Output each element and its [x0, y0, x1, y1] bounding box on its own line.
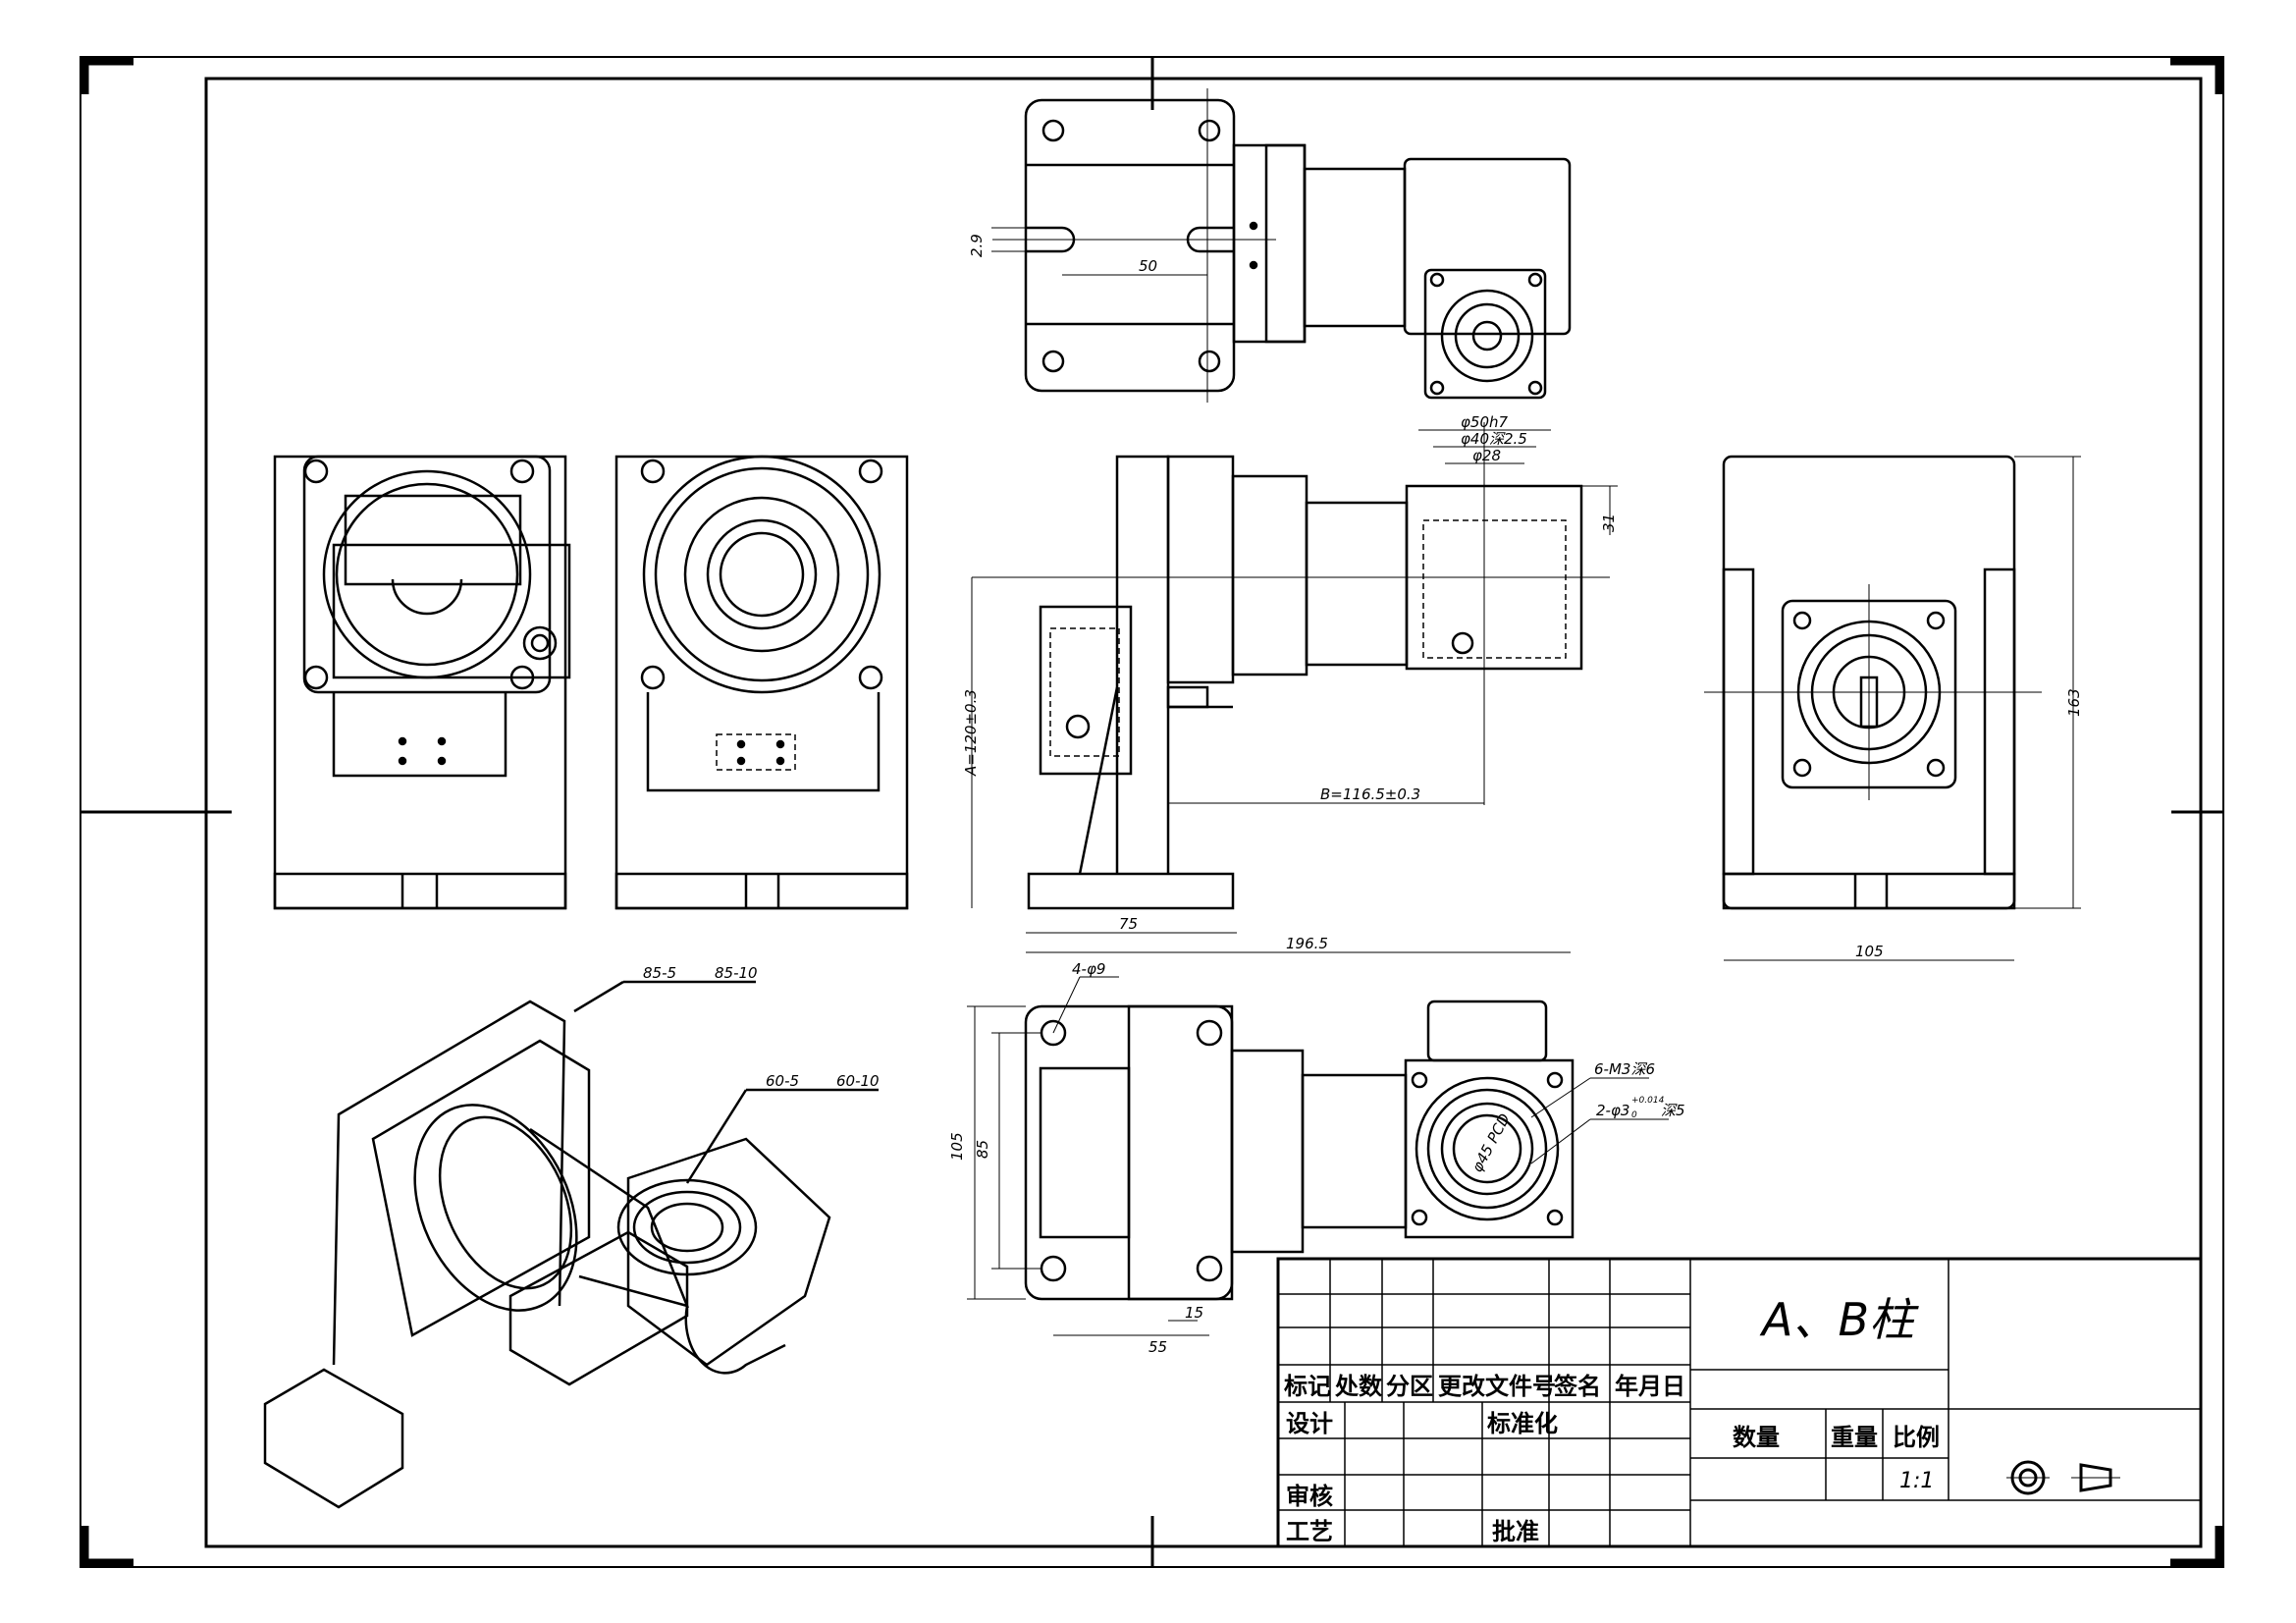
- label-scale: 比例: [1893, 1424, 1940, 1451]
- header-signature: 签名: [1553, 1373, 1601, 1400]
- label-approve: 批准: [1492, 1518, 1539, 1545]
- dim-15: 15: [1185, 1304, 1203, 1322]
- centering-marks: [80, 57, 2223, 1567]
- label-process: 工艺: [1286, 1518, 1333, 1545]
- dim-b: B=116.5±0.3: [1320, 785, 1420, 803]
- front-view-middle: [614, 455, 909, 910]
- dim-h105: 105: [948, 1132, 966, 1161]
- drawing-title: A、B柱: [1759, 1293, 1919, 1346]
- dim-right-w: 105: [1855, 943, 1884, 960]
- callout-2a: 60-5: [766, 1072, 799, 1090]
- dim-m3: 6-M3深6: [1594, 1060, 1655, 1078]
- dim-pin-tol-up: +0.014: [1631, 1096, 1665, 1106]
- callout-1a: 85-5: [643, 964, 676, 982]
- label-review: 审核: [1286, 1483, 1333, 1510]
- dim-holes: 4-φ9: [1072, 960, 1105, 978]
- bottom-view: [967, 976, 1669, 1336]
- dim-d28: φ28: [1472, 447, 1501, 464]
- callout-2b: 60-10: [836, 1072, 880, 1090]
- header-zone: 分区: [1386, 1373, 1433, 1400]
- dim-d50: φ50h7: [1461, 413, 1508, 431]
- callout-1b: 85-10: [715, 964, 758, 982]
- circle-projection-icon: [2006, 1460, 2050, 1495]
- header-change-doc: 更改文件号: [1438, 1373, 1556, 1400]
- right-view: [1704, 455, 2081, 961]
- top-view: [991, 88, 1572, 403]
- dim-right-h: 163: [2065, 688, 2083, 717]
- cone-projection-icon: [2071, 1463, 2120, 1492]
- scale-value: 1:1: [1899, 1469, 1934, 1493]
- projection-symbols: [2006, 1460, 2120, 1495]
- dim-d40: φ40深2.5: [1461, 430, 1527, 448]
- dim-pin-tol-low: 0: [1631, 1110, 1637, 1120]
- front-view-left: [273, 455, 571, 910]
- header-mark: 标记: [1284, 1373, 1331, 1400]
- label-design: 设计: [1286, 1410, 1333, 1437]
- dim-75: 75: [1119, 915, 1138, 933]
- dim-a: A=120±0.3: [962, 689, 980, 777]
- label-standardize: 标准化: [1487, 1410, 1558, 1437]
- header-date: 年月日: [1615, 1373, 1685, 1400]
- dim-pcd: φ45 PCD: [1468, 1110, 1514, 1175]
- dim-top-height: 2.9: [968, 234, 986, 257]
- title-block-text: 标记 处数 分区 更改文件号 签名 年月日 设计 标准化 审核 工艺 批准 数量…: [1284, 1293, 1940, 1545]
- corner-marks: [80, 56, 2224, 1568]
- header-count: 处数: [1334, 1373, 1383, 1400]
- label-weight: 重量: [1831, 1424, 1878, 1451]
- side-view: [971, 422, 1618, 953]
- dimension-text: 2.9 50 φ50h7 φ40深2.5 φ28 31 A=120±0.3 B=…: [643, 234, 2083, 1356]
- dim-h85: 85: [974, 1140, 991, 1159]
- isometric-view: [263, 980, 879, 1509]
- dim-196-5: 196.5: [1286, 935, 1328, 952]
- dim-top-slot: 50: [1139, 257, 1157, 275]
- dim-55: 55: [1148, 1338, 1167, 1356]
- title-block-grid: [1276, 1257, 2203, 1548]
- dim-pin-depth: 深5: [1661, 1102, 1685, 1119]
- dim-pin: 2-φ3: [1596, 1102, 1629, 1119]
- dim-h31: 31: [1600, 514, 1618, 532]
- label-quantity: 数量: [1733, 1424, 1780, 1451]
